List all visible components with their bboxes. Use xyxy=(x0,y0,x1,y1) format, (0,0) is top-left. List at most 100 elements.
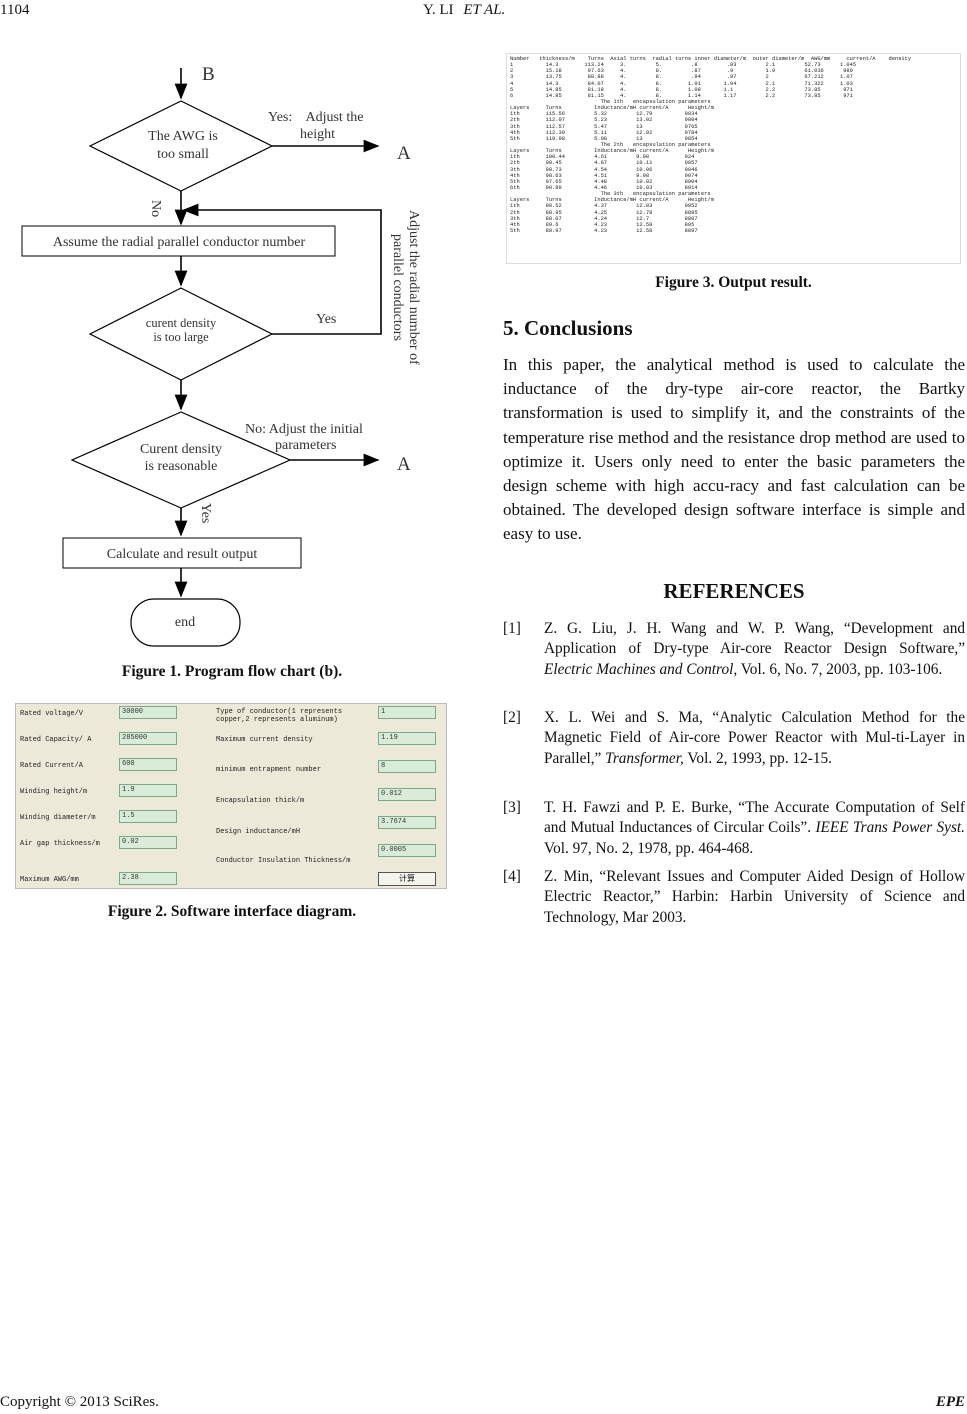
sw-label-winding-diameter: Winding diameter/m xyxy=(20,814,96,822)
output-row: 2 15.18 97.63 4. 8. .87 .9 1.9 61.036 98… xyxy=(510,68,853,75)
reference-4: [4] Z. Min, “Relevant Issues and Compute… xyxy=(503,868,965,926)
sw-label-encapsulation-thick: Encapsulation thick/m xyxy=(216,797,305,805)
decision-current-large-line1: curent density xyxy=(146,316,217,330)
decision-awg xyxy=(88,100,274,192)
no-adjust-initial-line2: parameters xyxy=(275,438,336,453)
sw-field-winding-height[interactable]: 1.9 xyxy=(119,784,177,797)
output-row: 4th 98.63 4.51 9.98 9074 xyxy=(510,172,698,179)
terminal-end-text: end xyxy=(175,615,195,630)
output-row: 2th 98.45 4.87 10.11 9057 xyxy=(510,160,698,167)
output-row: 4th 89.6 4.23 12.58 895 xyxy=(510,221,695,228)
sw-label-insulation-thickness: Conductor Insulation Thickness/m xyxy=(216,857,351,865)
side-label-line1: Adjust the radial number of xyxy=(406,210,421,365)
terminal-end xyxy=(130,598,241,647)
process-calculate-output xyxy=(62,537,302,569)
sw-field-conductor-type[interactable]: 1 xyxy=(378,706,436,719)
reference-1: [1] Z. G. Liu, J. H. Wang and W. P. Wang… xyxy=(503,620,965,678)
no-adjust-initial-line1: No: Adjust the initial xyxy=(245,422,363,437)
output-row: 5th 97.65 4.48 10.02 8904 xyxy=(510,178,698,185)
sw-field-winding-diameter[interactable]: 1.5 xyxy=(119,810,177,823)
output-row: Layers Turns Inductance/mH current/A Hei… xyxy=(510,148,714,155)
output-row: 1 14.3 113.24 3. 5. .8 .83 2.1 52.73 1.0… xyxy=(510,62,857,69)
output-row: Layers Turns Inductance/mH current/A Hei… xyxy=(510,197,714,204)
output-row: 1th 115.56 5.32 12.79 9034 xyxy=(510,111,698,118)
output-row: 4th 112.39 5.11 12.92 9784 xyxy=(510,129,698,136)
decision-awg-line2: too small xyxy=(157,147,209,162)
figure2-caption: Figure 2. Software interface diagram. xyxy=(107,903,357,920)
output-row: 5th 119.98 5.08 13 9854 xyxy=(510,135,698,142)
references-title: REFERENCES xyxy=(663,579,805,603)
reference-2: [2] X. L. Wei and S. Ma, “Analytic Calcu… xyxy=(503,709,965,767)
output-row: 3th 88.07 4.24 12.7 8807 xyxy=(510,215,698,222)
output-row: 6th 98.89 4.46 10.03 8914 xyxy=(510,184,698,191)
flow-label-b: B xyxy=(202,64,215,85)
output-row: Layers Turns Inductance/mH current/A Hei… xyxy=(510,105,714,112)
sw-calculate-button[interactable]: 计算 xyxy=(378,872,436,886)
process-assume-text: Assume the radial parallel conductor num… xyxy=(53,235,306,250)
figure3-caption: Figure 3. Output result. xyxy=(655,274,812,291)
sw-label-rated-capacity: Rated Capacity/ A xyxy=(20,736,92,744)
output-row: 2th 112.07 5.23 13.02 9004 xyxy=(510,117,698,124)
figure1-caption: Figure 1. Program flow chart (b). xyxy=(121,663,343,680)
yes-label-2: Yes xyxy=(316,312,336,327)
running-header: Y. LI ET AL. xyxy=(423,2,505,19)
output-row: Number thickness/m Turns Axial turns rad… xyxy=(510,56,912,62)
output-result-table: Number thickness/m Turns Axial turns rad… xyxy=(506,53,961,264)
output-row: 1th 90.52 4.37 12.83 9052 xyxy=(510,203,698,210)
process-calculate-text: Calculate and result output xyxy=(107,547,258,562)
flow-label-a2: A xyxy=(397,454,411,475)
sw-field-air-gap[interactable]: 0.02 xyxy=(119,836,177,849)
side-label-line2: parallel conductors xyxy=(390,234,405,341)
decision-current-reasonable-line2: is reasonable xyxy=(145,459,218,474)
output-row: 1th 100.44 4.61 9.98 924 xyxy=(510,154,695,161)
process-assume-radial xyxy=(21,225,336,257)
section-title: 5. Conclusions xyxy=(503,316,633,340)
conclusions-paragraph: In this paper, the analytical method is … xyxy=(503,355,965,544)
output-row: 3 13.75 88.88 4. 8. .94 .97 2 67.212 1.0… xyxy=(510,74,853,81)
sw-label-winding-height: Winding height/m xyxy=(20,788,88,796)
sw-field-design-inductance[interactable]: 3.7674 xyxy=(378,816,436,829)
header-authors: Y. LI xyxy=(423,2,454,18)
output-row: 4 14.3 84.07 4. 8. 1.01 1.04 2.1 71.322 … xyxy=(510,80,853,87)
reference-number: [2] xyxy=(503,709,521,726)
sw-label-conductor-type: Type of conductor(1 represents copper,2 … xyxy=(216,708,343,724)
sw-field-rated-capacity[interactable]: 285000 xyxy=(119,732,177,745)
output-row: 5th 88.97 4.23 12.58 8897 xyxy=(510,227,698,234)
sw-field-min-entrapment[interactable]: 8 xyxy=(378,760,436,773)
no-label-1: No xyxy=(148,200,163,217)
sw-label-rated-current: Rated Current/A xyxy=(20,762,84,770)
software-interface: Rated voltage/V 30000 Rated Capacity/ A … xyxy=(15,703,447,889)
yes-label-3: Yes xyxy=(198,503,213,523)
reference-number: [4] xyxy=(503,868,521,885)
flow-label-a1: A xyxy=(397,143,411,164)
footer-copyright: Copyright © 2013 SciRes. xyxy=(0,1394,159,1410)
output-row: 3th 98.73 4.54 10.06 9046 xyxy=(510,166,698,173)
output-row: 5 14.85 81.18 4. 8. 1.08 1.1 2.2 73.85 9… xyxy=(510,86,853,93)
sw-field-encapsulation-thick[interactable]: 0.012 xyxy=(378,788,436,801)
sw-field-max-current-density[interactable]: 1.19 xyxy=(378,732,436,745)
output-row: The 2th encapsulation parameters xyxy=(510,141,711,148)
output-row: 3th 112.57 5.47 13 9765 xyxy=(510,123,698,130)
sw-field-insulation-thickness[interactable]: 0.0005 xyxy=(378,844,436,857)
reference-number: [1] xyxy=(503,620,521,637)
header-et-al: ET AL. xyxy=(463,2,506,18)
sw-label-rated-voltage: Rated voltage/V xyxy=(20,710,84,718)
decision-current-large-line2: is too large xyxy=(153,330,209,344)
footer-journal: EPE xyxy=(935,1394,965,1410)
output-row: The 3th encapsulation parameters xyxy=(510,191,711,198)
output-row: The 1th encapsulation parameters xyxy=(510,98,711,105)
sw-label-max-current-density: Maximum current density xyxy=(216,736,313,744)
decision-current-reasonable-line1: Curent density xyxy=(140,442,222,457)
sw-label-design-inductance: Design inductance/mH xyxy=(216,828,301,836)
reference-number: [3] xyxy=(503,799,521,816)
sw-label-max-awg: Maximum AWG/mm xyxy=(20,876,79,884)
sw-field-max-awg[interactable]: 2.38 xyxy=(119,872,177,885)
output-row: 6 14.85 81.15 4. 8. 1.14 1.17 2.2 73.85 … xyxy=(510,92,853,99)
sw-label-air-gap: Air gap thickness/m xyxy=(20,840,100,848)
decision-awg-line1: The AWG is xyxy=(148,129,218,144)
program-flowchart: B The AWG is too small Yes: Adjust the h… xyxy=(21,64,421,647)
sw-field-rated-current[interactable]: 600 xyxy=(119,758,177,771)
yes-adjust-height-line2: height xyxy=(300,127,335,142)
sw-field-rated-voltage[interactable]: 30000 xyxy=(119,706,177,719)
yes-adjust-height-line1: Yes: Adjust the xyxy=(268,110,363,125)
